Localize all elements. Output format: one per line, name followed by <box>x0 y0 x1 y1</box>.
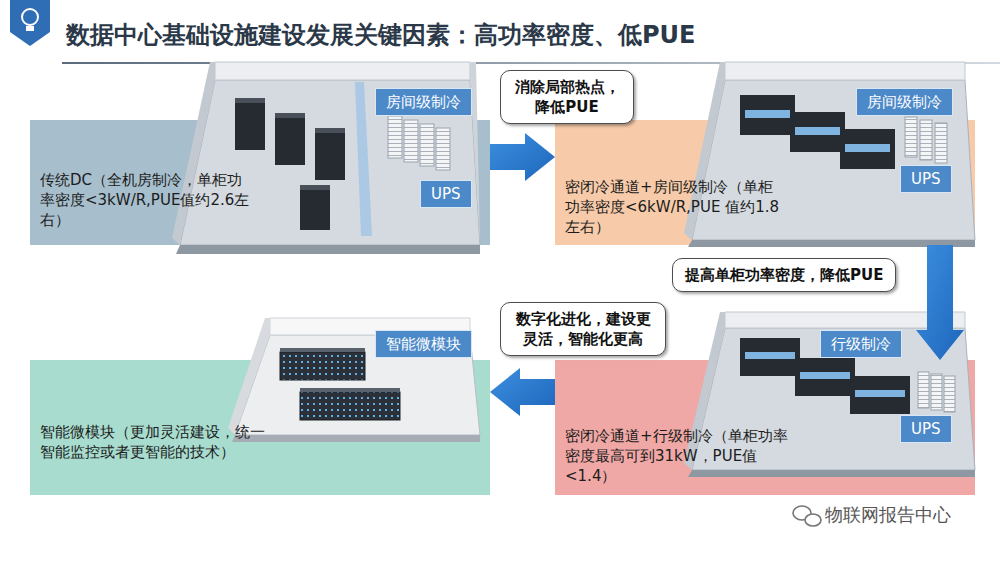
shield-icon <box>10 0 50 46</box>
flow-arrow <box>916 245 964 360</box>
panel-body: 智能微模块（更加灵活建设，统一智能监控或者更智能的技术） <box>40 422 265 462</box>
stage-description: 智能微模块（更加灵活建设，统一智能监控或者更智能的技术） <box>40 422 265 462</box>
page-title: 数据中心基础设施建设发展关键因素：高功率密度、低PUE <box>66 20 695 50</box>
stage-panel: 智能微模块（更加灵活建设，统一智能监控或者更智能的技术） <box>30 360 490 495</box>
room-traditional <box>235 98 265 150</box>
room-traditional <box>215 62 470 80</box>
room-traditional <box>275 113 305 118</box>
transition-callout: 数字化进化，建设更灵活，智能化更高 <box>500 302 666 356</box>
room-closed-aisle <box>745 110 790 118</box>
room-traditional <box>300 185 330 190</box>
room-traditional <box>404 120 418 162</box>
room-closed-aisle <box>684 62 975 247</box>
room-row-cooling <box>795 358 855 396</box>
room-traditional <box>436 128 450 170</box>
room-traditional <box>355 82 372 236</box>
room-row-cooling <box>931 374 942 410</box>
room-closed-aisle <box>725 62 965 80</box>
stage-panel: 密闭冷通道+行级制冷（单柜功率密度最高可到31kW，PUE值<1.4） <box>555 360 975 495</box>
room-row-cooling <box>688 470 975 477</box>
room-micro-module <box>228 318 480 442</box>
room-traditional <box>176 245 480 254</box>
room-traditional <box>180 80 480 245</box>
room-row-cooling <box>855 390 905 397</box>
transition-callout: 消除局部热点，降低PUE <box>500 70 634 124</box>
wechat-icon <box>793 506 821 526</box>
room-traditional <box>300 185 330 230</box>
tag-label: 房间级制冷 <box>386 93 461 111</box>
room-row-cooling <box>684 312 725 470</box>
room-traditional <box>388 116 402 158</box>
tag-label: UPS <box>911 420 941 438</box>
equipment-tag: 智能微模块 <box>375 330 472 358</box>
tag-label: UPS <box>431 185 461 203</box>
equipment-tag: 房间级制冷 <box>856 88 953 116</box>
room-closed-aisle <box>935 123 947 163</box>
room-closed-aisle <box>905 117 917 157</box>
room-traditional <box>172 62 215 245</box>
room-row-cooling <box>944 376 955 412</box>
equipment-tag: 房间级制冷 <box>375 88 472 116</box>
tag-label: 房间级制冷 <box>867 93 942 111</box>
room-closed-aisle <box>840 129 895 169</box>
room-closed-aisle <box>795 127 840 135</box>
panel-body: 密闭冷通道+行级制冷（单柜功率密度最高可到31kW，PUE值<1.4） <box>565 426 790 486</box>
room-row-cooling <box>850 376 910 414</box>
equipment-tag: 行级制冷 <box>820 330 902 358</box>
room-closed-aisle <box>790 112 845 152</box>
panel-body: 密闭冷通道+房间级制冷（单柜功率密度<6kW/R,PUE 值约1.8左右） <box>565 177 780 237</box>
room-closed-aisle <box>740 95 795 135</box>
equipment-tag: UPS <box>900 415 952 443</box>
room-closed-aisle <box>845 144 890 152</box>
room-row-cooling <box>740 338 800 376</box>
transition-callout: 提高单柜功率密度，降低PUE <box>672 258 896 292</box>
room-traditional <box>275 113 305 165</box>
room-traditional <box>315 128 345 133</box>
equipment-tag: UPS <box>420 180 472 208</box>
panel-body: 传统DC（全机房制冷，单柜功率密度<3kW/R,PUE值约2.6左右） <box>40 170 255 230</box>
flow-arrow <box>490 133 555 181</box>
room-micro-module <box>235 335 480 435</box>
watermark: 物联网报告中心 <box>825 503 951 527</box>
room-traditional <box>420 124 434 166</box>
callout-text: 消除局部热点，降低PUE <box>513 77 621 117</box>
shield-icon <box>22 9 38 25</box>
wechat-icon <box>805 514 821 526</box>
equipment-tag: UPS <box>900 165 952 193</box>
shield-icon <box>26 26 34 31</box>
callout-text: 数字化进化，建设更灵活，智能化更高 <box>513 309 653 349</box>
tag-label: UPS <box>911 170 941 188</box>
stage-description: 密闭冷通道+房间级制冷（单柜功率密度<6kW/R,PUE 值约1.8左右） <box>565 177 780 237</box>
shield-icon <box>10 0 50 46</box>
stage-description: 传统DC（全机房制冷，单柜功率密度<3kW/R,PUE值约2.6左右） <box>40 170 255 230</box>
room-micro-module <box>280 348 365 352</box>
room-micro-module <box>300 388 400 392</box>
flow-arrow <box>490 368 555 416</box>
room-traditional <box>235 98 265 103</box>
room-row-cooling <box>918 372 929 408</box>
tag-label: 智能微模块 <box>386 335 461 353</box>
room-closed-aisle <box>920 120 932 160</box>
room-micro-module <box>232 435 480 442</box>
callout-text: 提高单柜功率密度，降低PUE <box>685 265 883 285</box>
stage-description: 密闭冷通道+行级制冷（单柜功率密度最高可到31kW，PUE值<1.4） <box>565 426 790 486</box>
room-micro-module <box>300 392 400 420</box>
room-traditional <box>315 128 345 180</box>
room-micro-module <box>280 352 365 380</box>
room-row-cooling <box>800 372 850 379</box>
room-row-cooling <box>745 352 795 359</box>
room-micro-module <box>228 318 270 435</box>
tag-label: 行级制冷 <box>831 335 891 353</box>
room-traditional <box>172 62 480 254</box>
